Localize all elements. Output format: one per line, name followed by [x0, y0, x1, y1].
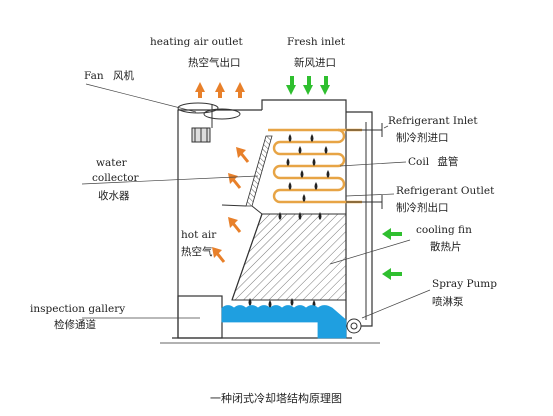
- spray-pump-label-zh: 喷淋泵: [432, 295, 464, 308]
- water-basin: [221, 305, 347, 339]
- fan: [177, 102, 241, 143]
- internal-hot-air-arrows: [212, 147, 250, 263]
- spray-pump: [346, 111, 373, 334]
- fresh-inlet-label-en: Fresh inlet: [287, 36, 346, 48]
- hot-air-outlet-arrows: [195, 82, 245, 100]
- hot-air-label-zh: 热空气: [181, 245, 213, 258]
- water-collector-label-en1: water: [96, 157, 128, 169]
- water-collector: [245, 135, 273, 207]
- coil-label-en: Coil: [408, 156, 430, 168]
- inspection-gallery-label-zh: 检修通道: [54, 318, 96, 331]
- refrigerant-outlet-label-zh: 制冷剂出口: [396, 201, 449, 214]
- fan-label-zh: 风机: [113, 69, 134, 82]
- water-drops: [286, 134, 330, 202]
- cooling-fin-label-zh: 散热片: [430, 240, 462, 253]
- diagram-caption: 一种闭式冷却塔结构原理图: [210, 391, 342, 405]
- inspection-gallery-label-en: inspection gallery: [30, 303, 125, 315]
- coil-label-zh: 盘管: [437, 155, 458, 168]
- refrigerant-pipes: [346, 123, 383, 209]
- refrigerant-outlet-label-en: Refrigerant Outlet: [396, 185, 495, 197]
- fan-label: Fan 风机: [84, 69, 134, 82]
- refrigerant-inlet-label-zh: 制冷剂进口: [396, 131, 449, 144]
- coil-label: Coil 盘管: [408, 155, 458, 168]
- spray-pump-label-en: Spray Pump: [432, 278, 497, 290]
- water-collector-label-en2: collector: [92, 172, 140, 184]
- heating-air-outlet-label-zh: 热空气出口: [188, 56, 241, 69]
- leader-lines: [81, 83, 431, 319]
- cooling-fin-label-en: cooling fin: [416, 224, 472, 236]
- fresh-inlet-arrows: [286, 76, 330, 95]
- water-collector-label-zh: 收水器: [98, 189, 130, 202]
- coil: [268, 128, 362, 204]
- spray-drops: [248, 212, 322, 308]
- cooling-fin-pack: [231, 213, 347, 301]
- heating-air-outlet-label-en: heating air outlet: [150, 36, 243, 48]
- fan-label-en: Fan: [84, 70, 104, 82]
- refrigerant-inlet-label-en: Refrigerant Inlet: [388, 115, 478, 127]
- fresh-inlet-label-zh: 新风进口: [294, 56, 336, 69]
- side-fresh-air-arrows: [382, 228, 402, 280]
- hot-air-label-en: hot air: [181, 229, 217, 241]
